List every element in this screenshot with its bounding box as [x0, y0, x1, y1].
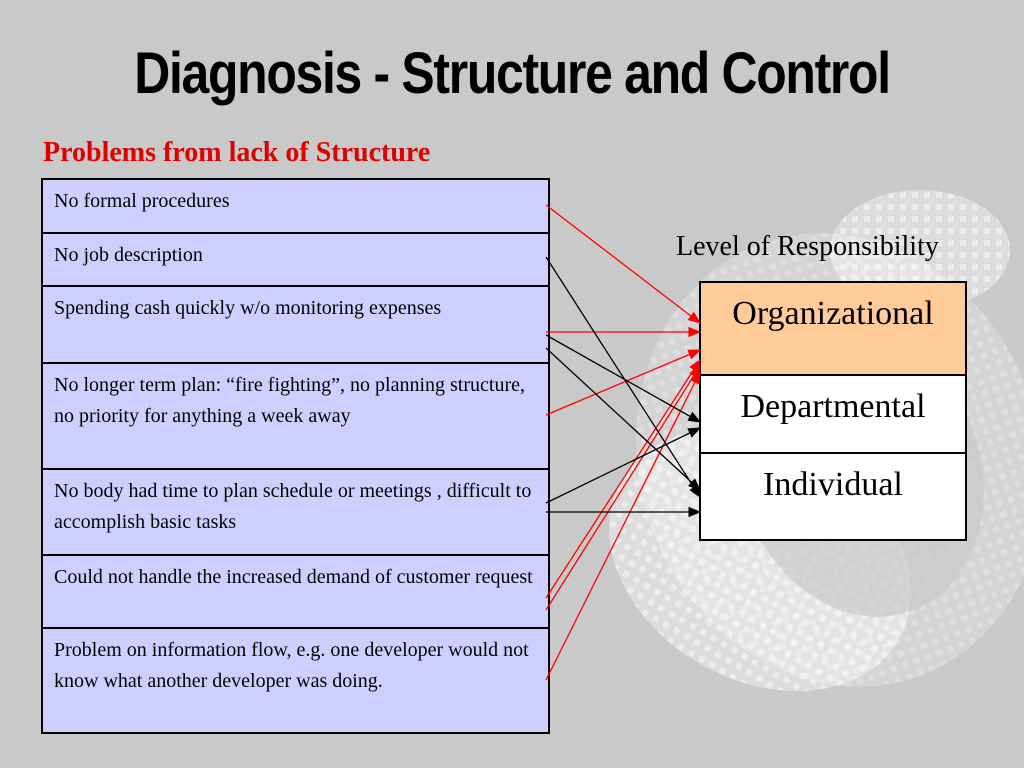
- level-organizational: Organizational: [701, 283, 965, 376]
- levels-table: Organizational Departmental Individual: [699, 281, 967, 541]
- problems-table: No formal procedures No job description …: [41, 178, 550, 734]
- slide-title: Diagnosis - Structure and Control: [134, 41, 891, 106]
- problem-cell: Problem on information flow, e.g. one de…: [54, 639, 529, 692]
- level-individual: Individual: [763, 466, 903, 503]
- problems-heading: Problems from lack of Structure: [43, 137, 431, 168]
- problem-cell: No longer term plan: “fire fighting”, no…: [43, 364, 548, 470]
- problem-cell: No formal procedures: [43, 180, 548, 234]
- problem-cell: Spending cash quickly w/o monitoring exp…: [43, 287, 548, 364]
- responsibility-label: Level of Responsibility: [676, 231, 939, 262]
- problem-cell: Could not handle the increased demand of…: [43, 556, 548, 629]
- problem-cell: No job description: [43, 234, 548, 287]
- problem-cell: No body had time to plan schedule or mee…: [43, 470, 548, 556]
- level-departmental: Departmental: [701, 376, 965, 454]
